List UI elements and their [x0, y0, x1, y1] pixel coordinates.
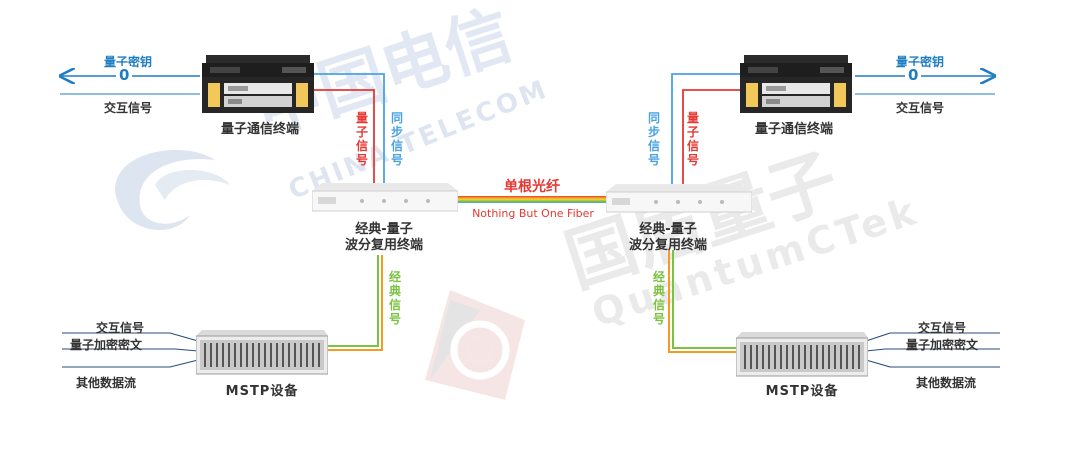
right-quantum-signal-label: 量子信号	[686, 111, 699, 167]
right-key-arrow	[855, 76, 995, 95]
right-mstp-input-other: 其他数据流	[916, 376, 977, 390]
left-classic-cable-green	[325, 255, 379, 347]
left-mstp-input-lines	[62, 332, 199, 368]
right-sync-line	[671, 73, 740, 186]
right-sync-signal-label: 同步信号	[647, 111, 660, 167]
left-sync-signal-label: 同步信号	[390, 111, 403, 167]
right-quantum-line	[682, 89, 740, 186]
right-interactive-signal-label: 交互信号	[896, 101, 945, 115]
left-key-glyph: 0	[116, 66, 133, 84]
left-terminal-title: 量子通信终端	[220, 122, 299, 137]
left-quantum-line	[310, 89, 375, 183]
right-wdm-title-line1: 经典-量子	[639, 222, 697, 237]
right-wdm-terminal-icon	[606, 184, 752, 213]
left-quantum-signal-label: 量子信号	[355, 111, 368, 167]
left-quantum-terminal-icon	[202, 55, 314, 113]
single-fiber-en-label: Nothing But One Fiber	[472, 207, 594, 220]
china-telecom-logo-icon	[115, 150, 230, 230]
right-quantum-terminal-icon	[740, 55, 852, 113]
left-mstp-input-other: 其他数据流	[76, 376, 137, 390]
single-fiber-cable	[456, 196, 608, 203]
right-quantum-key-label: 量子密钥	[896, 55, 945, 69]
left-classic-cable-orange	[325, 255, 383, 351]
right-classic-cable-orange	[668, 250, 738, 353]
right-key-glyph: 0	[905, 66, 922, 84]
left-mstp-input-ciphertext: 量子加密密文	[70, 338, 143, 352]
left-interactive-signal-label: 交互信号	[104, 101, 153, 115]
right-terminal-title: 量子通信终端	[754, 122, 833, 137]
right-mstp-title: MSTP设备	[765, 384, 839, 399]
left-wdm-title-line1: 经典-量子	[355, 222, 413, 237]
right-mstp-input-interactive: 交互信号	[918, 321, 967, 335]
left-classic-signal-label: 经典信号	[388, 270, 401, 326]
left-mstp-input-interactive: 交互信号	[96, 321, 145, 335]
right-classic-cable-green	[672, 250, 738, 349]
left-sync-line	[310, 73, 385, 183]
left-quantum-key-label: 量子密钥	[104, 55, 153, 69]
single-fiber-label: 单根光纤	[504, 179, 560, 195]
right-mstp-input-ciphertext: 量子加密密文	[906, 338, 979, 352]
left-wdm-title-line2: 波分复用终端	[344, 238, 423, 253]
quantumctek-logo-icon	[425, 290, 525, 400]
right-wdm-title-line2: 波分复用终端	[628, 238, 707, 253]
right-mstp-input-lines	[865, 332, 1000, 368]
left-mstp-device-icon	[196, 330, 328, 375]
left-wdm-terminal-icon	[312, 183, 458, 212]
right-classic-signal-label: 经典信号	[652, 270, 665, 326]
right-mstp-device-icon	[736, 332, 868, 377]
left-mstp-title: MSTP设备	[225, 384, 299, 399]
